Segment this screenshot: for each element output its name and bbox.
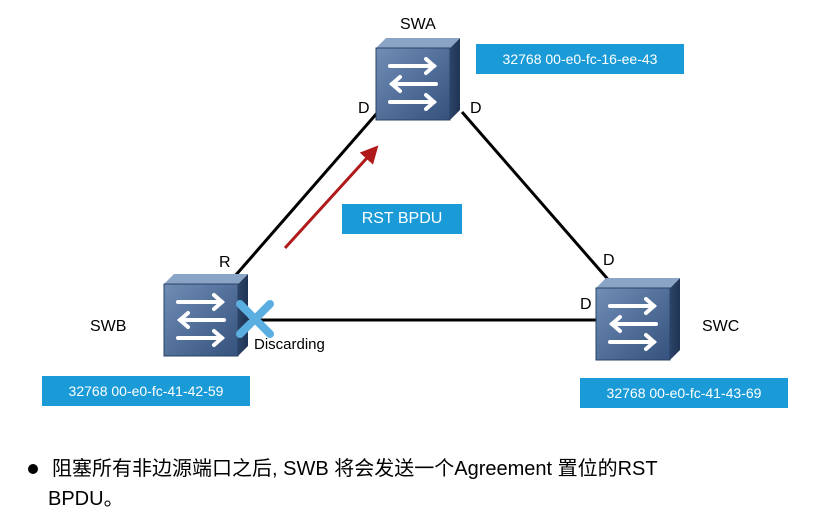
swb-bridge-id: 32768 00-e0-fc-41-42-59 bbox=[42, 376, 250, 406]
swc-left-port-role: D bbox=[580, 296, 592, 313]
bullet-line-1: 阻塞所有非边源端口之后, SWB 将会发送一个Agreement 置位的RST bbox=[52, 458, 658, 480]
swa-bridge-id: 32768 00-e0-fc-16-ee-43 bbox=[476, 44, 684, 74]
swc-bridge-id: 32768 00-e0-fc-41-43-69 bbox=[580, 378, 788, 408]
bullet-line-2: BPDU。 bbox=[48, 488, 124, 510]
bullet-dot-icon bbox=[28, 463, 38, 474]
discarding-label: Discarding bbox=[254, 336, 325, 353]
swa-right-port-role: D bbox=[470, 100, 482, 117]
swa-left-port-role: D bbox=[358, 100, 370, 117]
switch-swb-icon bbox=[162, 272, 250, 358]
bpdu-arrow bbox=[283, 145, 379, 250]
link-swa-swc bbox=[460, 111, 614, 285]
blocked-port-x-icon bbox=[236, 300, 274, 338]
swb-top-port-role: R bbox=[219, 254, 231, 271]
switch-swa-icon bbox=[374, 36, 462, 122]
swb-name: SWB bbox=[90, 318, 127, 335]
bullet-paragraph: 阻塞所有非边源端口之后, SWB 将会发送一个Agreement 置位的RST … bbox=[24, 454, 814, 514]
rst-bpdu-label: RST BPDU bbox=[342, 204, 462, 234]
swc-name: SWC bbox=[702, 318, 740, 335]
switch-swc-icon bbox=[594, 276, 682, 362]
swc-top-port-role: D bbox=[603, 252, 615, 269]
link-swa-swb bbox=[226, 111, 380, 285]
swa-name: SWA bbox=[400, 16, 436, 33]
